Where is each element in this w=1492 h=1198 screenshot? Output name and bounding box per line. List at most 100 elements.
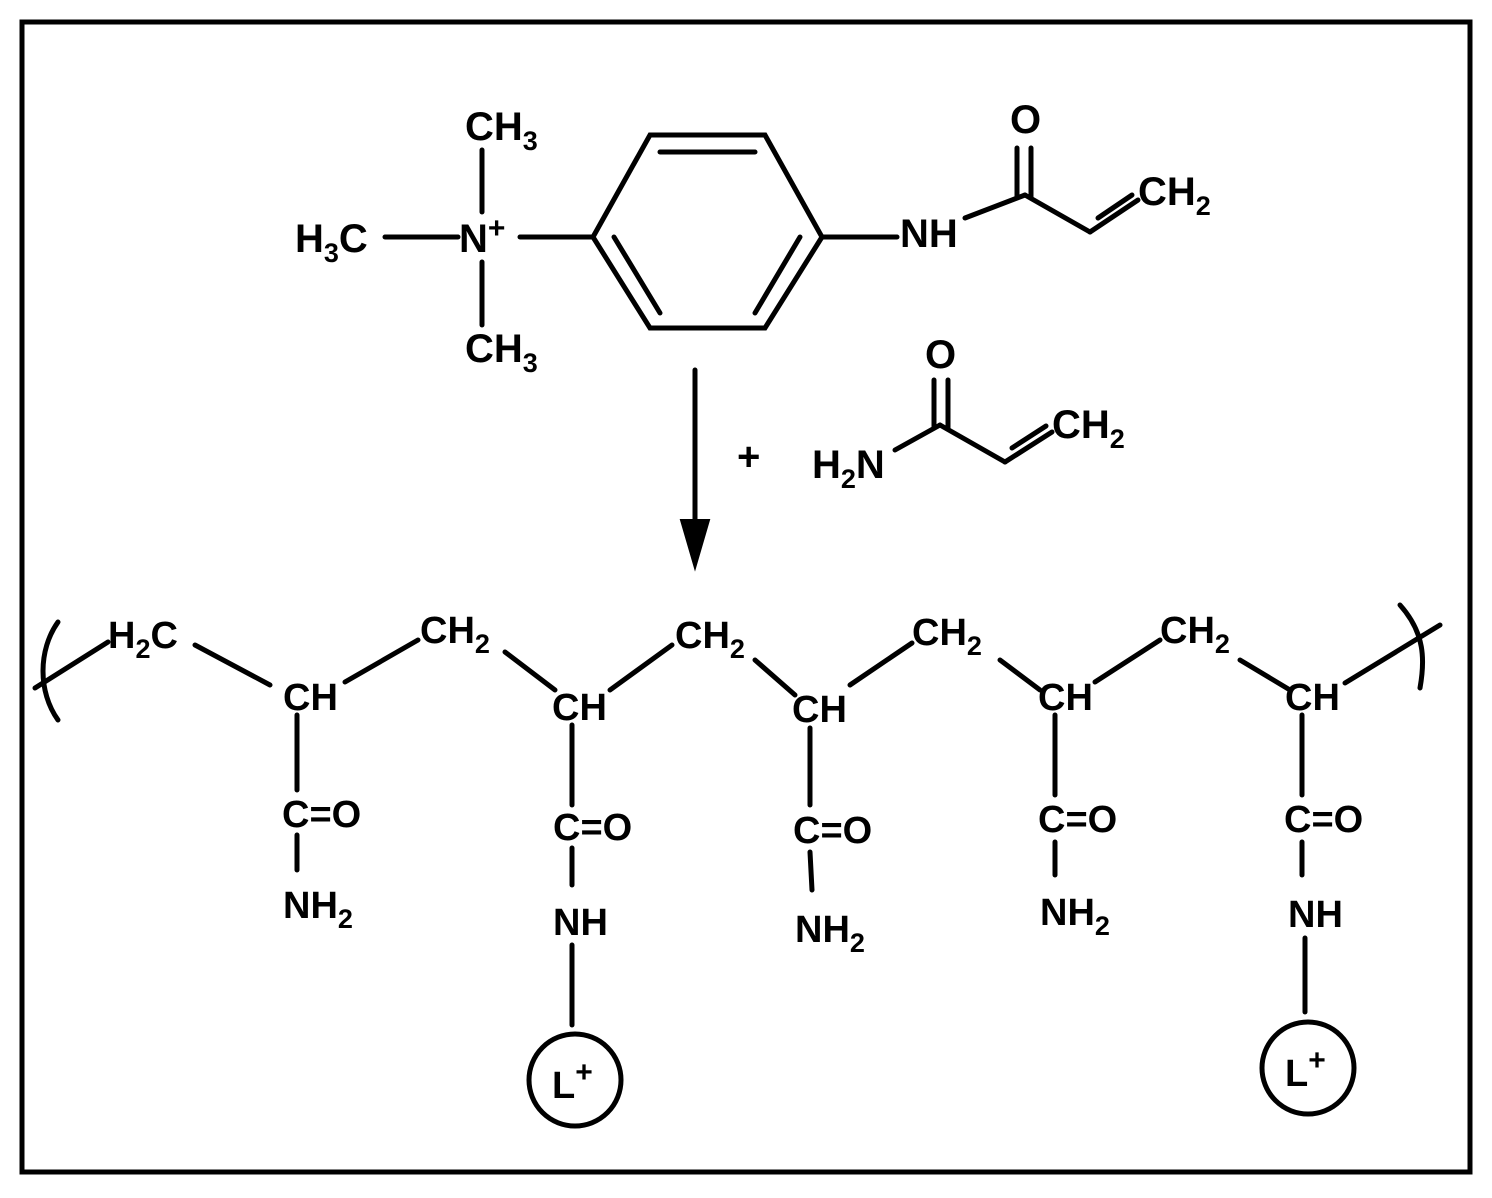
plus-sign: + — [737, 435, 760, 479]
backbone-bond-1 — [192, 642, 273, 688]
amine-h: H — [812, 443, 841, 487]
right-end-bond — [1342, 622, 1443, 686]
backbone-bond-3 — [502, 649, 558, 693]
ligand-2-label: L — [1285, 1053, 1308, 1095]
svg-text:NH2: NH2 — [283, 885, 353, 934]
svg-text:L+: L+ — [1285, 1044, 1326, 1095]
svg-text:CH2: CH2 — [1138, 170, 1211, 221]
left-end-bond — [32, 639, 111, 691]
carbonyl-2: C=O — [553, 807, 632, 849]
svg-text:H2N: H2N — [812, 443, 885, 494]
amine-n: N — [856, 443, 885, 487]
ligand-2-charge: + — [1308, 1044, 1326, 1077]
methylene-1: CH — [420, 610, 475, 652]
side-bond-3b — [807, 849, 815, 893]
svg-text:NH2: NH2 — [795, 909, 865, 958]
backbone-bond-9 — [1237, 657, 1293, 693]
ring-double-bond-left — [611, 234, 663, 316]
bond-vinyl-double-b — [1095, 192, 1135, 221]
methyl-left-subscript: 3 — [324, 238, 339, 268]
end-group-subscript: 2 — [135, 634, 150, 664]
methylene-1-subscript: 2 — [475, 629, 490, 659]
quaternary-nitrogen: N — [459, 217, 488, 261]
backbone-bond-5 — [752, 657, 798, 698]
left-bracket — [40, 619, 61, 723]
nitrogen-charge: + — [488, 212, 506, 245]
bond-vinyl-double-a — [1087, 197, 1141, 235]
methyl-left-h: H — [295, 217, 324, 261]
backbone-bond-7 — [997, 657, 1043, 693]
amide-nh2-4: NH — [1040, 892, 1095, 934]
svg-text:CH2: CH2 — [1052, 403, 1125, 454]
carbonyl-5: C=O — [1284, 799, 1363, 841]
methylene-4: CH — [1160, 610, 1215, 652]
methyl-bottom-label: CH — [465, 327, 523, 371]
amide-nh2-1-subscript: 2 — [338, 904, 353, 934]
methine-2: CH — [552, 687, 607, 729]
reaction-arrow — [679, 367, 711, 572]
backbone-bond-8 — [1092, 637, 1163, 685]
cationic-monomer: CH3 H3C N+ CH3 NH O CH2 — [295, 98, 1211, 378]
ligand-circle-1 — [526, 1031, 624, 1129]
amide-nh2-3: NH — [795, 909, 850, 951]
vinyl-subscript: 2 — [1196, 191, 1211, 221]
methylene-3-subscript: 2 — [967, 631, 982, 661]
backbone-bond-2 — [342, 637, 421, 685]
right-bracket — [1397, 602, 1426, 691]
acrylamide-vinyl: CH — [1052, 403, 1110, 447]
ligand-1-charge: + — [575, 1056, 593, 1089]
acrylamide-oxygen-label: O — [925, 333, 956, 377]
methine-1: CH — [283, 677, 338, 719]
ligand-1-label: L — [552, 1065, 575, 1107]
svg-text:H3C: H3C — [295, 217, 368, 268]
end-group-h: H — [108, 615, 135, 657]
bond-vinyl-double-b — [1009, 423, 1049, 451]
carbonyl-4: C=O — [1038, 799, 1117, 841]
vinyl-label: CH — [1138, 170, 1196, 214]
svg-text:CH2: CH2 — [912, 612, 982, 661]
amide-nh2-3-subscript: 2 — [850, 928, 865, 958]
svg-text:N+: N+ — [459, 212, 505, 261]
methylene-4-subscript: 2 — [1215, 629, 1230, 659]
amine-subscript: 2 — [841, 464, 856, 494]
methine-5: CH — [1285, 677, 1340, 719]
svg-text:CH2: CH2 — [420, 610, 490, 659]
copolymer-chain: H2C CH2 CH2 CH2 CH2 CH CH CH CH CH C=O N… — [32, 602, 1443, 1129]
methine-4: CH — [1038, 677, 1093, 719]
carbonyl-1: C=O — [282, 794, 361, 836]
svg-text:L+: L+ — [552, 1056, 593, 1107]
carbonyl-3: C=O — [793, 810, 872, 852]
frame-border — [19, 19, 1473, 1175]
methyl-bottom-subscript: 3 — [523, 348, 538, 378]
acrylamide-monomer: O H2N CH2 — [812, 333, 1125, 494]
svg-text:H2C: H2C — [108, 615, 178, 664]
arrow-head — [679, 519, 711, 572]
methylene-3: CH — [912, 612, 967, 654]
end-group-c: C — [150, 615, 177, 657]
methyl-top-subscript: 3 — [523, 126, 538, 156]
svg-text:CH3: CH3 — [465, 105, 538, 156]
amide-nh-label: NH — [900, 212, 958, 256]
methine-3: CH — [792, 689, 847, 731]
amide-nh-2: NH — [553, 902, 608, 944]
methylene-2: CH — [675, 615, 730, 657]
carbonyl-oxygen-label: O — [1010, 98, 1041, 142]
methyl-left-c: C — [339, 217, 368, 261]
ligand-circle-2 — [1259, 1019, 1357, 1117]
bond-carbonyl-alpha — [1022, 192, 1093, 235]
svg-text:CH3: CH3 — [465, 327, 538, 378]
amide-nh2-1: NH — [283, 885, 338, 927]
acrylamide-vinyl-subscript: 2 — [1110, 424, 1125, 454]
svg-text:CH2: CH2 — [675, 615, 745, 664]
backbone-bond-4 — [607, 642, 675, 693]
svg-text:CH2: CH2 — [1160, 610, 1230, 659]
amide-nh-5: NH — [1288, 894, 1343, 936]
bond-vinyl-double-a — [1002, 429, 1055, 465]
bond-carbonyl-alpha — [937, 422, 1008, 465]
methyl-top-label: CH — [465, 105, 523, 149]
amide-nh2-4-subscript: 2 — [1095, 911, 1110, 941]
svg-text:NH2: NH2 — [1040, 892, 1110, 941]
ring-double-bond-right — [752, 234, 803, 316]
methylene-2-subscript: 2 — [730, 634, 745, 664]
